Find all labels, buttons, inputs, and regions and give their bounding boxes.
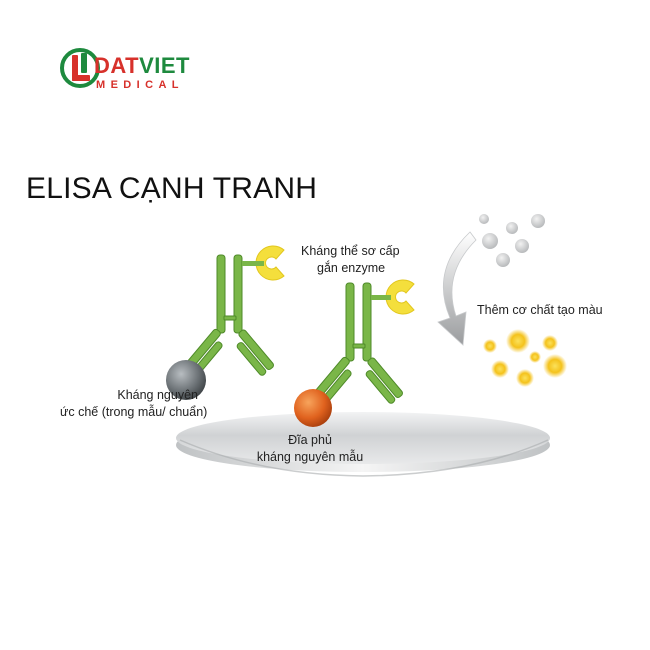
logo-brand-text: DATVIET: [94, 55, 190, 77]
enzyme-linker-left: [242, 261, 264, 266]
curved-arrow-icon: [437, 231, 477, 346]
diagram-title: ELISA CẠNH TRANH: [26, 172, 318, 205]
bound-antibody: [314, 282, 403, 404]
enzyme-antibody-label-line1: Kháng thể sơ cấp: [301, 244, 400, 258]
datviet-logo-icon: [60, 48, 100, 88]
free-antibody: [185, 254, 274, 376]
inhibitor-antigen-icon: [166, 360, 206, 400]
plate-label-line1: Đĩa phủ: [288, 433, 332, 447]
enzyme-antibody-label-line2: gắn enzyme: [317, 261, 386, 275]
enzyme-antibody-label: Kháng thể sơ cấp gắn enzyme: [301, 243, 400, 277]
logo-subtext: MEDICAL: [96, 79, 184, 91]
logo-brand-part1: DAT: [94, 53, 140, 78]
coated-plate: [176, 412, 550, 477]
substrate-label: Thêm cơ chất tạo màu: [477, 303, 603, 317]
substrate-yellow-dots: [483, 329, 567, 387]
logo-cross-mark: [60, 48, 100, 88]
enzyme-left-icon: [255, 245, 285, 281]
plate-label-line2: kháng nguyên mẫu: [256, 450, 364, 464]
enzyme-right-icon: [385, 279, 415, 315]
inhibitor-antigen-label: Kháng nguyên ức chế (trong mẫu/ chuẩn): [60, 387, 208, 421]
enzyme-linker-right: [371, 295, 391, 300]
coated-antigen-icon: [294, 389, 332, 427]
inhibitor-antigen-label-line2: ức chế (trong mẫu/ chuẩn): [60, 405, 208, 419]
logo-brand-part2: VIET: [139, 53, 190, 78]
inhibitor-antigen-label-line1: Kháng nguyên: [117, 388, 198, 402]
plate-label: Đĩa phủ kháng nguyên mẫu: [245, 432, 375, 466]
substrate-grey-dots: [479, 214, 545, 267]
